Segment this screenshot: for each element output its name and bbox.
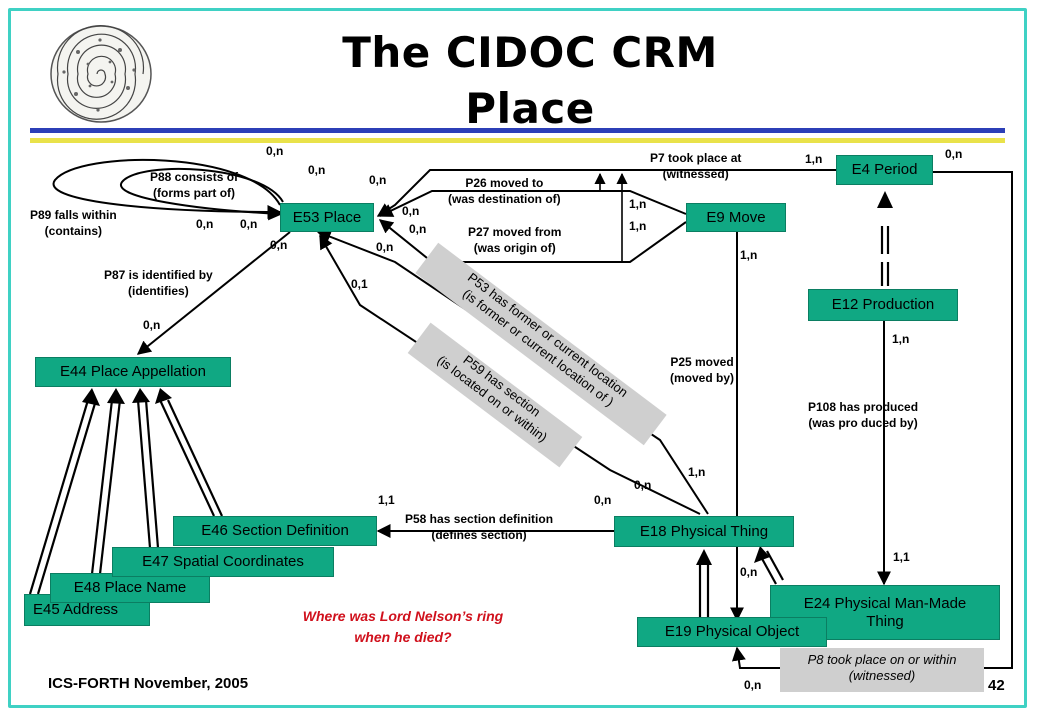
p7-label-line1: P7 took place at [650, 151, 742, 165]
card-p108-prod: 1,n [892, 332, 910, 346]
card-p53-place: 0,n [376, 240, 394, 254]
card-p88-top: 0,n [308, 163, 326, 177]
p26-label-line2: (was destination of) [448, 191, 561, 206]
p8-label-line2: (witnessed) [848, 668, 916, 684]
question-line2: when he died? [354, 629, 452, 645]
p26-label-line1: P26 moved to [465, 176, 544, 190]
entity-e4-period[interactable]: E4 Period [836, 155, 933, 185]
slide-title-line2: Place [465, 84, 595, 133]
card-p89-end: 0,n [196, 217, 214, 231]
slide-title-line1: The CIDOC CRM [342, 28, 718, 77]
p87-label-line1: P87 is identified by [104, 268, 213, 282]
p8-line [731, 171, 1013, 669]
card-p87-app: 0,n [143, 318, 161, 332]
entity-e9-move[interactable]: E9 Move [686, 203, 786, 232]
title-rule-blue [30, 128, 1005, 133]
entity-e19-physical-object[interactable]: E19 Physical Object [637, 617, 827, 647]
p88-loop [119, 167, 284, 221]
p27-label: P27 moved from (was origin of) [468, 225, 561, 256]
card-p25-move: 1,n [740, 248, 758, 262]
p8-label-line1: P8 took place on or within [807, 652, 957, 667]
page-number: 42 [988, 677, 1005, 694]
card-p7-top: 1,n [805, 152, 823, 166]
p58-label-line1: P58 has section definition [405, 512, 554, 526]
e24-label-line1: E24 Physical Man-Made [803, 595, 967, 613]
card-p87-place: 0,n [270, 238, 288, 252]
card-p7-period: 0,n [945, 147, 963, 161]
p59-line [319, 234, 701, 515]
card-p88-end: 0,n [240, 217, 258, 231]
phaistos-disc-logo [50, 25, 152, 123]
p87-label-line2: (identifies) [128, 283, 189, 298]
p108-label-line1: P108 has produced [808, 400, 919, 414]
card-p27-in: 0,n [409, 222, 427, 236]
p88-label-line2: (forms part of) [153, 185, 236, 200]
p26-line [378, 190, 687, 217]
p87-label: P87 is identified by (identifies) [104, 268, 213, 299]
card-p58-def: 1,1 [378, 493, 395, 507]
p8-band: P8 took place on or within (witnessed) [780, 648, 984, 692]
card-p27-move: 1,n [629, 219, 647, 233]
card-p59-thing: 0,n [634, 478, 652, 492]
p7-label: P7 took place at (witnessed) [650, 151, 741, 182]
card-p53-thing: 1,n [688, 465, 706, 479]
p108-label: P108 has produced (was pro duced by) [808, 400, 918, 431]
p26-label: P26 moved to (was destination of) [448, 176, 561, 207]
entity-e18-physical-thing[interactable]: E18 Physical Thing [614, 516, 794, 547]
p7-label-line2: (witnessed) [662, 166, 729, 181]
p25-label-line2: (moved by) [670, 370, 735, 385]
card-p26-place: 0,n [369, 173, 387, 187]
p89-label-line2: (contains) [44, 223, 103, 238]
question-text: Where was Lord Nelson’s ring when he die… [290, 606, 516, 648]
entity-e44-place-appellation[interactable]: E44 Place Appellation [35, 357, 231, 387]
p58-label: P58 has section definition (defines sect… [405, 512, 553, 543]
card-p25-obj: 0,n [740, 565, 758, 579]
p89-label-line1: P89 falls within [30, 208, 117, 222]
p27-line [378, 219, 687, 263]
card-p108-made: 1,1 [893, 550, 910, 564]
e24-label-line2: Thing [866, 612, 904, 630]
card-p58-thing: 0,n [594, 493, 612, 507]
p88-label: P88 consists of (forms part of) [150, 170, 238, 201]
p87-line [136, 231, 291, 355]
card-p8-obj: 0,n [744, 678, 762, 692]
entity-e47-spatial-coordinates[interactable]: E47 Spatial Coordinates [112, 547, 334, 577]
question-line1: Where was Lord Nelson’s ring [302, 608, 504, 624]
card-p26-in: 0,n [402, 204, 420, 218]
p25-label-line1: P25 moved [670, 355, 734, 369]
p53-line [316, 230, 709, 515]
card-p89-top: 0,n [266, 144, 284, 158]
entity-e12-production[interactable]: E12 Production [808, 289, 958, 321]
title-rule-yellow [30, 138, 1005, 143]
entity-e53-place[interactable]: E53 Place [280, 203, 374, 232]
p27-label-line1: P27 moved from [468, 225, 562, 239]
p108-label-line2: (was pro duced by) [808, 415, 918, 430]
p58-label-line2: (defines section) [431, 527, 527, 542]
p27-label-line2: (was origin of) [473, 240, 556, 255]
slide-frame [8, 8, 1027, 708]
footer-org: ICS-FORTH November, 2005 [48, 675, 249, 692]
p25-label: P25 moved (moved by) [670, 355, 734, 386]
p89-label: P89 falls within (contains) [30, 208, 117, 239]
p89-loop [52, 158, 282, 219]
card-p26-move: 1,n [629, 197, 647, 211]
entity-e48-place-name[interactable]: E48 Place Name [50, 573, 210, 603]
card-p59-place: 0,1 [351, 277, 368, 291]
entity-e46-section-definition[interactable]: E46 Section Definition [173, 516, 377, 546]
p88-label-line1: P88 consists of [150, 170, 239, 184]
